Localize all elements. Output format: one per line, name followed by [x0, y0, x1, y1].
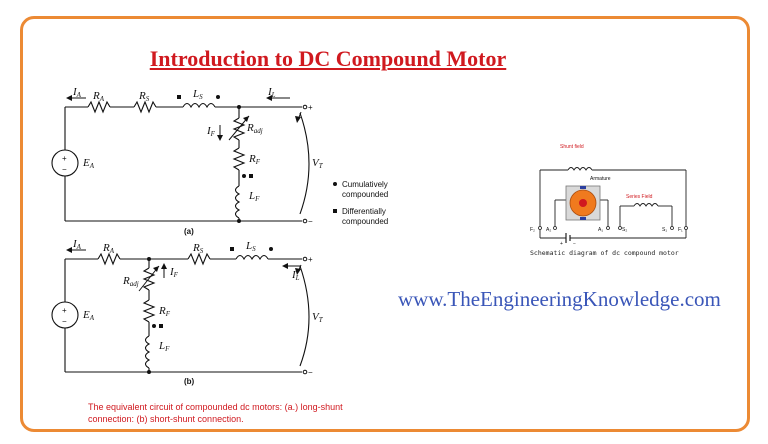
svg-text:+: + [62, 154, 67, 163]
circuit-b [51, 252, 310, 373]
legend: Cumulatively compounded Differentially c… [333, 180, 388, 226]
svg-text:EA: EA [82, 157, 95, 170]
svg-text:RF: RF [248, 153, 261, 166]
svg-text:compounded: compounded [342, 217, 388, 226]
page-frame [20, 16, 750, 432]
circuit-a-markers [66, 95, 308, 224]
svg-text:Armature: Armature [590, 176, 611, 182]
svg-text:A₂: A₂ [546, 227, 551, 233]
svg-text:(b): (b) [184, 377, 195, 386]
svg-text:Differentially: Differentially [342, 207, 386, 216]
svg-text:−: − [573, 241, 576, 247]
website-link[interactable]: www.TheEngineeringKnowledge.com [398, 287, 721, 311]
svg-text:IL: IL [267, 86, 276, 99]
svg-text:IF: IF [169, 266, 179, 279]
svg-text:+: + [308, 255, 313, 264]
svg-text:Radj: Radj [122, 275, 139, 288]
svg-text:RA: RA [92, 90, 105, 103]
svg-text:LF: LF [158, 340, 170, 353]
svg-text:VT: VT [312, 157, 324, 170]
svg-text:Schematic diagram of dc compou: Schematic diagram of dc compound motor [530, 249, 679, 257]
svg-text:−: − [62, 165, 67, 174]
circuit-b-markers [66, 247, 308, 375]
svg-text:compounded: compounded [342, 190, 388, 199]
svg-text:RS: RS [138, 90, 150, 103]
svg-text:IF: IF [206, 125, 216, 138]
svg-text:IA: IA [72, 86, 82, 99]
svg-text:RA: RA [102, 242, 115, 255]
figure-caption: The equivalent circuit of compounded dc … [88, 402, 343, 424]
svg-text:LS: LS [245, 240, 256, 253]
svg-text:IL: IL [291, 269, 300, 282]
svg-text:LF: LF [248, 190, 260, 203]
svg-text:VT: VT [312, 311, 324, 324]
svg-text:S₁: S₁ [662, 227, 667, 233]
svg-text:F₂: F₂ [530, 227, 535, 233]
svg-text:RF: RF [158, 305, 171, 318]
svg-text:Cumulatively: Cumulatively [342, 180, 388, 189]
svg-text:(a): (a) [184, 227, 194, 236]
svg-text:S₂: S₂ [622, 227, 627, 233]
svg-text:A₁: A₁ [598, 227, 603, 233]
svg-text:+: + [62, 306, 67, 315]
svg-text:F₁: F₁ [678, 227, 683, 233]
svg-text:Radj: Radj [246, 122, 263, 135]
page-title: Introduction to DC Compound Motor [149, 46, 507, 71]
svg-text:−: − [62, 317, 67, 326]
circuit-a [51, 100, 310, 222]
svg-text:−: − [308, 217, 313, 226]
svg-text:+: + [560, 241, 563, 247]
schematic: Shunt field Armature Series Field F₂ A₂ … [530, 144, 688, 257]
circuit-b-labels: IA RA RS LS IL IF Radj RF LF EA VT + − +… [62, 238, 324, 386]
svg-text:Shunt field: Shunt field [560, 144, 584, 150]
circuit-a-labels: IA RA RS LS IL IF Radj RF LF EA VT + − +… [62, 86, 324, 236]
svg-text:IA: IA [72, 238, 82, 251]
svg-text:Series Field: Series Field [626, 194, 653, 200]
svg-text:+: + [308, 103, 313, 112]
svg-text:LS: LS [192, 88, 203, 101]
svg-text:−: − [308, 368, 313, 377]
svg-text:RS: RS [192, 242, 204, 255]
svg-text:EA: EA [82, 309, 95, 322]
armature [565, 185, 601, 221]
